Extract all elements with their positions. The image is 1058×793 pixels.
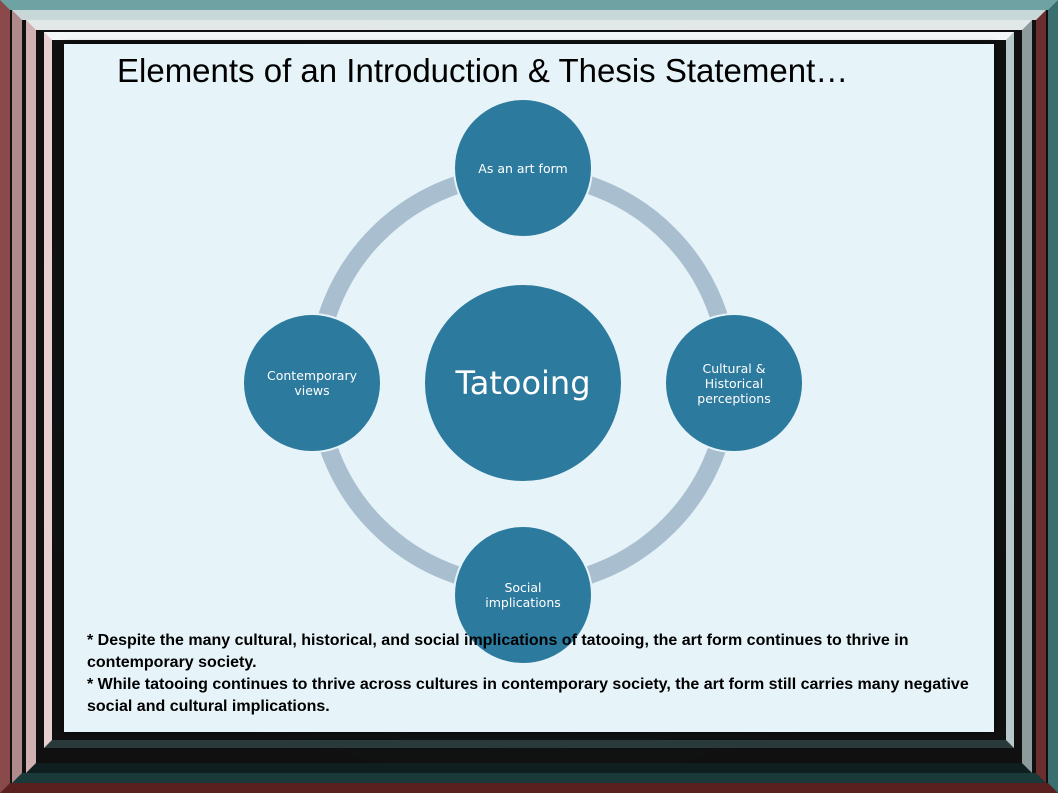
frame-border-inner: [26, 20, 1032, 773]
slide-title: Elements of an Introduction & Thesis Sta…: [117, 52, 849, 89]
thesis-note-1: * Despite the many cultural, historical,…: [87, 632, 909, 671]
node-right-label: Cultural & Historical perceptions: [697, 360, 771, 406]
frame-border-mid: [12, 10, 1046, 783]
node-bottom-circle: [453, 525, 593, 665]
node-bottom-label: Social implications: [485, 580, 561, 610]
center-label: Tatooing: [455, 364, 591, 402]
node-left-circle: [242, 313, 382, 453]
center-circle: [423, 283, 623, 483]
node-top-label: As an art form: [478, 160, 568, 176]
node-left-label: Contemporary views: [267, 368, 357, 398]
thesis-note-2: * While tatooing continues to thrive acr…: [87, 676, 969, 715]
frame-border-innermost: [44, 32, 1014, 748]
node-right-circle: [664, 313, 804, 453]
node-top-circle: [453, 98, 593, 238]
thesis-notes: * Despite the many cultural, historical,…: [87, 630, 992, 718]
